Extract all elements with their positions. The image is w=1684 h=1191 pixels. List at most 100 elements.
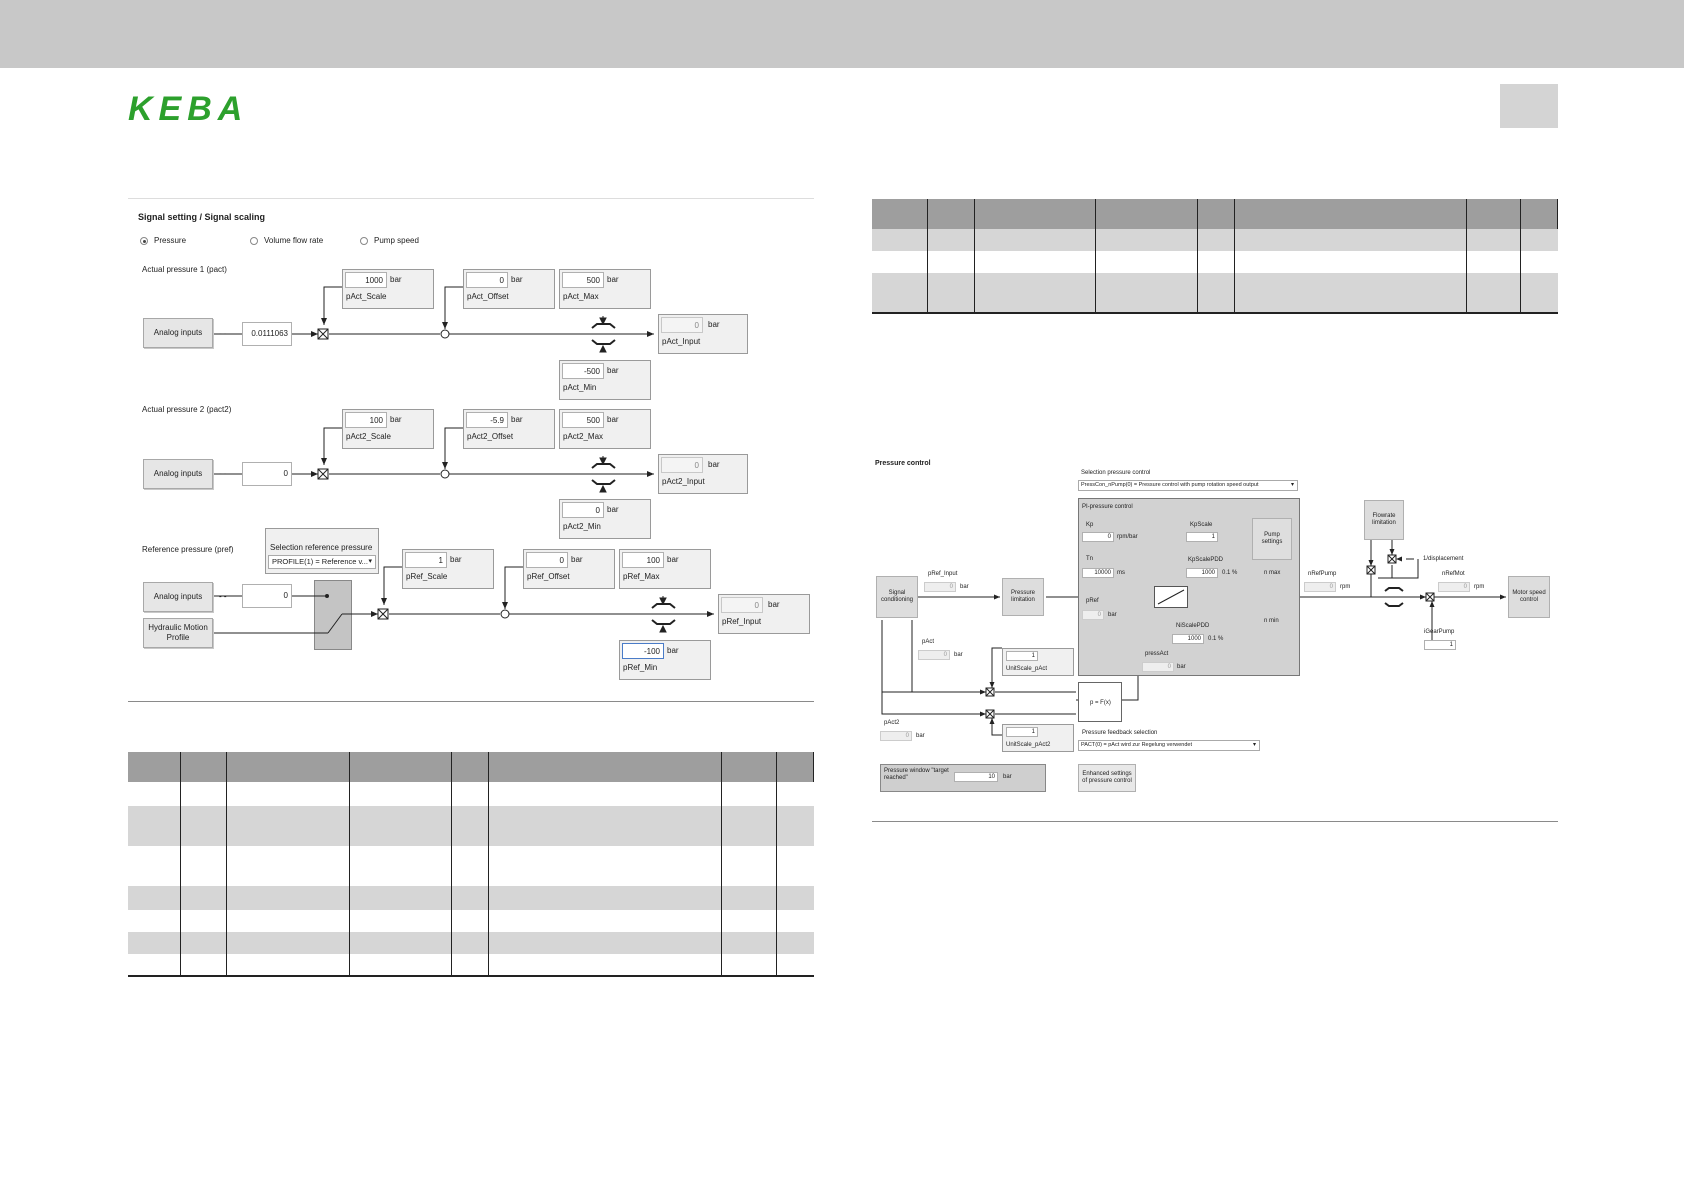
- actual1-input-value: 0.0111063: [242, 322, 292, 346]
- logo-text: KEBA: [128, 92, 248, 126]
- pact-max-name: pAct_Max: [563, 292, 599, 301]
- radio-label-pressure: Pressure: [154, 236, 187, 245]
- unitscale-pact-field[interactable]: 1: [1006, 651, 1038, 661]
- pact-input-unit: bar: [708, 320, 720, 329]
- kpscalepdd-field[interactable]: 1000: [1186, 568, 1218, 578]
- section-label-actual2: Actual pressure 2 (pact2): [142, 405, 232, 414]
- pref-max-unit: bar: [667, 555, 679, 564]
- enhanced-settings-button[interactable]: Enhanced settings of pressure control: [1078, 764, 1136, 792]
- pressure-control-title: Pressure control: [875, 460, 931, 467]
- table-row: [128, 886, 814, 910]
- selection-reference-dropdown[interactable]: PROFILE(1) = Reference v... ▾: [268, 555, 376, 569]
- pref-max-field[interactable]: 100: [622, 552, 664, 568]
- figure-title: Signal setting / Signal scaling: [138, 212, 266, 222]
- dash-1: - -: [219, 329, 227, 338]
- ramp-icon: [1157, 589, 1185, 605]
- pact2-min-field[interactable]: 0: [562, 502, 604, 518]
- tn-field[interactable]: 10000: [1082, 568, 1114, 578]
- chevron-down-icon: ▾: [1290, 482, 1294, 488]
- unitscale-pact2-label: UnitScale_pAct2: [1006, 742, 1051, 748]
- analog-inputs-button-1[interactable]: Analog inputs: [143, 318, 213, 348]
- pref-unit: bar: [1108, 612, 1117, 618]
- selection-reference-value: PROFILE(1) = Reference v...: [272, 557, 368, 566]
- tn-unit: ms: [1117, 570, 1125, 576]
- kp-field[interactable]: 0: [1082, 532, 1114, 542]
- table-row: [128, 846, 814, 886]
- pact-label-r: pAct: [922, 639, 935, 645]
- pact2-scale-field[interactable]: 100: [345, 412, 387, 428]
- niscalepdd-label: NiScalePDD: [1176, 623, 1210, 629]
- pact-scale-field[interactable]: 1000: [345, 272, 387, 288]
- section-label-reference: Reference pressure (pref): [142, 545, 234, 554]
- pfx-label: p = F(x): [1090, 700, 1111, 706]
- analog-inputs-button-2[interactable]: Analog inputs: [143, 459, 213, 489]
- pref-offset-field[interactable]: 0: [526, 552, 568, 568]
- pref-input-field-r: 0: [924, 582, 956, 592]
- kpscale-field[interactable]: 1: [1186, 532, 1218, 542]
- displacement-label: 1/displacement: [1423, 556, 1464, 562]
- radio-pressure[interactable]: [140, 237, 148, 245]
- chevron-down-icon: ▾: [1252, 742, 1256, 748]
- pref-label: pRef: [1086, 598, 1099, 604]
- pressure-window-label: Pressure window "target reached": [884, 768, 949, 781]
- pact-min-field[interactable]: -500: [562, 363, 604, 379]
- selection-reference-label: Selection reference pressure: [270, 543, 373, 552]
- kp-label: Kp: [1086, 522, 1094, 528]
- parameter-table-left: [128, 752, 814, 977]
- nmax-label: n max: [1264, 570, 1281, 576]
- nrefpump-field: 0: [1304, 582, 1336, 592]
- kp-unit: rpm/bar: [1117, 534, 1138, 540]
- tn-label: Tn: [1086, 556, 1094, 562]
- chevron-down-icon: ▾: [368, 558, 372, 565]
- selection-pressure-label: Selection pressure control: [1081, 470, 1151, 476]
- figure-top-rule: [128, 198, 814, 199]
- pact-min-unit: bar: [607, 366, 619, 375]
- nmin-label: n min: [1264, 618, 1279, 624]
- pact2-scale-name: pAct2_Scale: [346, 432, 391, 441]
- pact-scale-name: pAct_Scale: [346, 292, 387, 301]
- kpscalepdd-unit: 0.1 %: [1222, 570, 1238, 576]
- pact2-offset-field[interactable]: -5.9: [466, 412, 508, 428]
- pref-scale-unit: bar: [450, 555, 462, 564]
- motor-speed-control-button[interactable]: Motor speed control: [1508, 576, 1550, 618]
- pact-unit-r: bar: [954, 652, 963, 658]
- signal-conditioning-button[interactable]: Signal conditioning: [876, 576, 918, 618]
- pref-scale-field[interactable]: 1: [405, 552, 447, 568]
- niscalepdd-field[interactable]: 1000: [1172, 634, 1204, 644]
- radio-volume-flow[interactable]: [250, 237, 258, 245]
- flowrate-limitation-button[interactable]: Flowrate limitation: [1364, 500, 1404, 540]
- pact-input-name: pAct_Input: [662, 337, 701, 346]
- pump-settings-button[interactable]: Pump settings: [1252, 518, 1292, 560]
- nrefmot-field: 0: [1438, 582, 1470, 592]
- radio-pump-speed[interactable]: [360, 237, 368, 245]
- feedback-value: PACT(0) = pAct wird zur Regelung verwend…: [1081, 742, 1193, 748]
- pact2-max-field[interactable]: 500: [562, 412, 604, 428]
- pact-field-r: 0: [918, 650, 950, 660]
- table-row: [128, 932, 814, 954]
- selection-pressure-dropdown[interactable]: PressCon_nPump(0) = Pressure control wit…: [1078, 480, 1298, 491]
- pref-min-unit: bar: [667, 646, 679, 655]
- parameter-table-right: [872, 199, 1558, 314]
- table-row: [128, 782, 814, 806]
- pref-min-field[interactable]: -100: [622, 643, 664, 659]
- nrefmot-label: nRefMot: [1442, 571, 1465, 577]
- pact2-unit-r: bar: [916, 733, 925, 739]
- pact-offset-field[interactable]: 0: [466, 272, 508, 288]
- feedback-dropdown[interactable]: PACT(0) = pAct wird zur Regelung verwend…: [1078, 740, 1260, 751]
- right-figure-bottom-rule: [872, 821, 1558, 822]
- table-row: [128, 910, 814, 932]
- pact-input-field: 0: [661, 317, 703, 333]
- pressure-window-field[interactable]: 10: [954, 772, 998, 782]
- igearpump-field[interactable]: 1: [1424, 640, 1456, 650]
- pressact-unit: bar: [1177, 664, 1186, 670]
- pressure-limitation-button[interactable]: Pressure limitation: [1002, 578, 1044, 616]
- pact-max-field[interactable]: 500: [562, 272, 604, 288]
- unitscale-pact-label: UnitScale_pAct: [1006, 666, 1048, 672]
- table-header-row: [872, 199, 1558, 229]
- analog-inputs-button-3[interactable]: Analog inputs: [143, 582, 213, 612]
- unitscale-pact2-field[interactable]: 1: [1006, 727, 1038, 737]
- header-bar: [0, 0, 1684, 68]
- hydraulic-motion-profile-button[interactable]: Hydraulic Motion Profile: [143, 618, 213, 648]
